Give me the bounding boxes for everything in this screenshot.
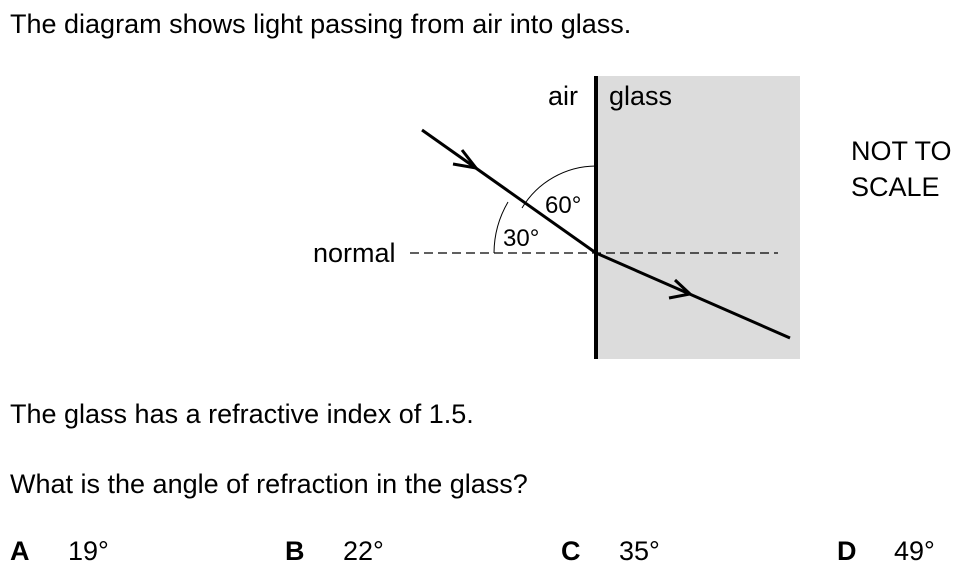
refracted-ray: [595, 251, 791, 340]
question-statement: The glass has a refractive index of 1.5.: [10, 399, 474, 429]
glass-block: [596, 76, 800, 359]
option-d-value: 49°: [894, 536, 935, 566]
angle-arc-surface: [521, 165, 597, 209]
refracted-arrow-icon: [668, 278, 694, 300]
scale-note-line2: SCALE: [851, 172, 940, 202]
incident-arrow-icon: [452, 149, 480, 171]
question-prompt: What is the angle of refraction in the g…: [10, 469, 528, 499]
option-c-value: 35°: [619, 536, 660, 566]
normal-label: normal: [313, 238, 396, 268]
option-a-value: 19°: [68, 536, 109, 566]
scale-note-line1: NOT TO: [851, 136, 952, 166]
glass-label: glass: [609, 81, 672, 111]
air-label: air: [548, 81, 578, 111]
angle-30-label: 30°: [503, 225, 539, 252]
angle-60-label: 60°: [545, 192, 581, 219]
question-intro: The diagram shows light passing from air…: [10, 9, 632, 39]
option-b-value: 22°: [343, 536, 384, 566]
option-a-letter: A: [10, 536, 30, 566]
incident-ray: [421, 128, 597, 255]
option-b-letter: B: [285, 536, 305, 566]
option-c-letter: C: [561, 536, 581, 566]
angle-arc-normal: [493, 201, 509, 254]
option-d-letter: D: [837, 536, 857, 566]
